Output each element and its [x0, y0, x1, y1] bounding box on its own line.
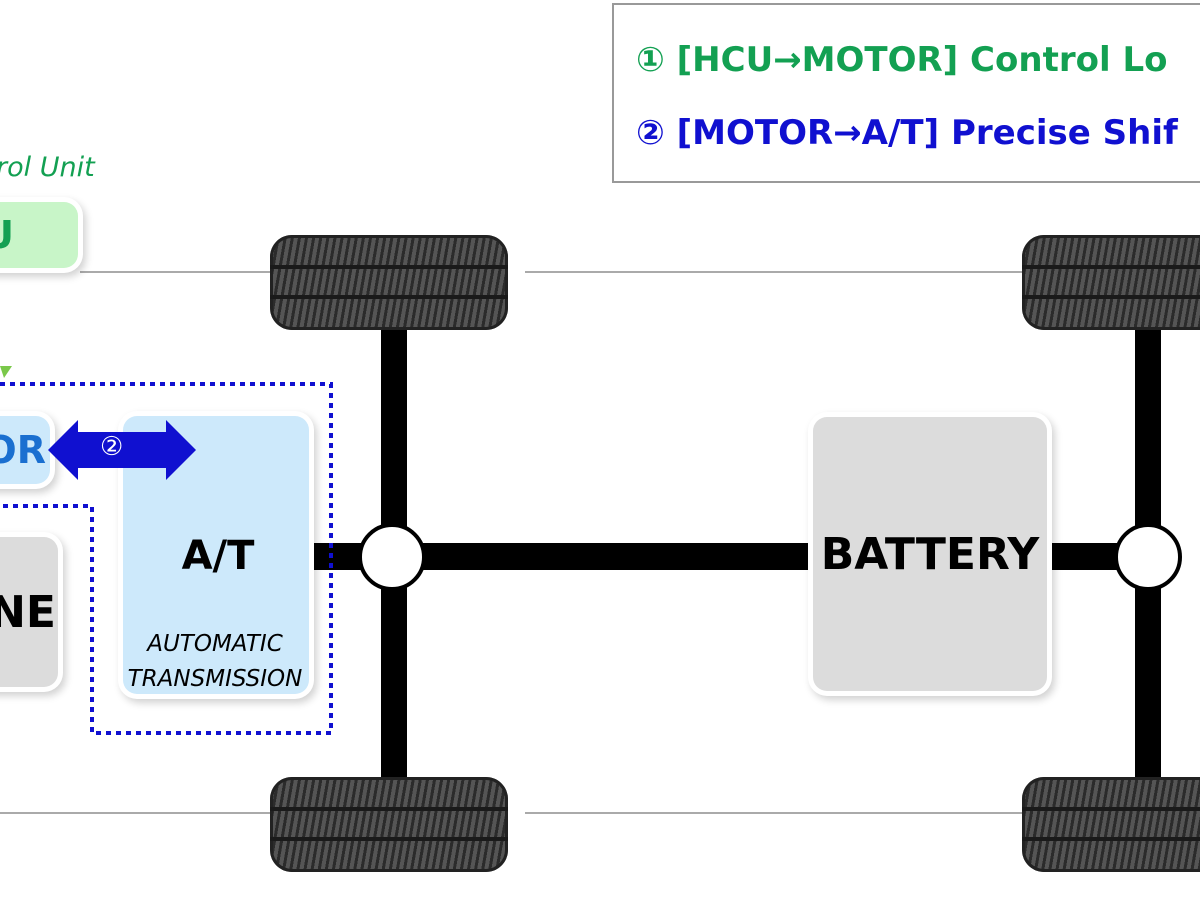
transmission-caption-2: TRANSMISSION — [127, 666, 303, 692]
hcu-caption: rol Unit — [0, 152, 95, 183]
front-differential — [358, 523, 426, 591]
hcu-box: U — [0, 202, 78, 268]
hcu-label: U — [0, 213, 14, 257]
tire-rear-right-icon — [1022, 777, 1200, 872]
legend-item-motor-at: ② [MOTOR→A/T] Precise Shif — [636, 113, 1178, 153]
double-arrow-icon — [48, 420, 196, 480]
engine-label: NE — [0, 586, 56, 638]
motor-label: OR — [0, 428, 46, 472]
motor-box: OR — [0, 416, 50, 484]
engine-box: NE — [0, 537, 58, 687]
battery-box: BATTERY — [813, 417, 1047, 691]
battery-label: BATTERY — [820, 528, 1040, 580]
rear-differential — [1114, 523, 1182, 591]
transmission-label: A/T — [181, 533, 255, 579]
axle-line-bottom-right — [525, 812, 1022, 814]
tire-front-right-icon — [270, 777, 508, 872]
tire-front-left-icon — [270, 235, 508, 330]
legend-box: ① [HCU→MOTOR] Control Lo ② [MOTOR→A/T] P… — [612, 3, 1200, 183]
tire-rear-left-icon — [1022, 235, 1200, 330]
axle-line-top-right — [525, 271, 1022, 273]
arrow-label: ② — [100, 432, 124, 462]
legend-item-hcu-motor: ① [HCU→MOTOR] Control Lo — [636, 40, 1168, 80]
green-arrow-tip-icon — [0, 366, 12, 378]
transmission-caption-1: AUTOMATIC — [147, 631, 283, 657]
axle-line-bottom-left — [0, 812, 270, 814]
axle-line-top-left — [80, 271, 270, 273]
